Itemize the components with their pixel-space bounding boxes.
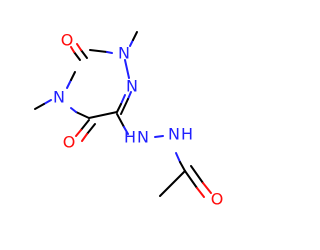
bond-c5-n4 (75, 111, 90, 119)
bond-c-o-bottom-2o (202, 182, 212, 194)
bond-n2-methyl-n (129, 39, 134, 47)
bond-c3-o-top-1o (70, 46, 75, 53)
bond-n4-c3-n (66, 79, 72, 89)
bond-c5-o-mid-1 (80, 119, 90, 131)
bond-c6-nh1-n (123, 126, 129, 135)
bond-c6-nh1 (116, 113, 125, 128)
atom-o-top: O (61, 31, 74, 50)
bond-c5-o-mid-2 (86, 123, 96, 135)
chemical-structure: O N N N O N H N H O (34, 31, 224, 209)
atom-o-bottom: O (211, 190, 224, 209)
bond-c3-n2 (89, 49, 108, 53)
bond-c6-c5 (88, 111, 118, 119)
atom-n-methyl-left: N (53, 88, 65, 107)
bond-nh2-c (179, 161, 186, 172)
bond-n4-methyl-n (43, 99, 52, 105)
bond-n1-c6-double (127, 91, 132, 100)
bond-c-methyl (159, 170, 186, 197)
bond-c5-o-mid-2o (81, 133, 88, 142)
bond-nh2-c-n (175, 152, 181, 163)
bond-n4-methyl (34, 103, 45, 110)
bond-c-o-bottom-2 (190, 165, 204, 184)
bond-n2-methyl (132, 31, 138, 41)
atom-nh2-h: H (181, 125, 193, 144)
bond-c-o-bottom-1 (184, 170, 198, 189)
bond-c-o-bottom-1o (196, 187, 205, 198)
atom-nh1-n: N (137, 128, 149, 147)
ring-bonds (66, 49, 132, 119)
bond-n2-n1 (124, 59, 130, 79)
atom-o-mid: O (63, 133, 76, 152)
atom-n-ring: N (126, 77, 138, 96)
atom-nh1-h: H (124, 128, 136, 147)
bond-c5-n4-n (70, 107, 77, 113)
atom-nh2-n: N (168, 125, 180, 144)
bond-c5-o-mid-1o (75, 129, 82, 137)
atom-n-methyl-top: N (118, 44, 130, 63)
bond-c3-n2-n (106, 51, 113, 54)
bond-n4-c3 (70, 71, 76, 81)
bond-c3-o-top-2o (76, 43, 82, 51)
bond-c3-o-top-1 (73, 51, 81, 61)
bond-n1-c6 (120, 94, 126, 105)
bond-n1-c6-c (116, 103, 122, 113)
bond-c3-o-top-2 (80, 49, 88, 59)
bond-nh1-nh2 (154, 135, 164, 138)
bond-n1-c6-double-c (120, 98, 129, 115)
